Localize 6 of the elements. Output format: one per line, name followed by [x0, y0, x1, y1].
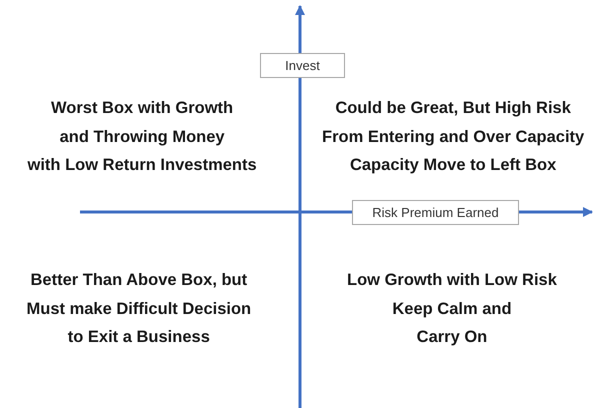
axis-label: Risk Premium Earned [352, 200, 519, 225]
quadrant-text: Better Than Above Box, but Must make Difficult Decision to Exit a Business [26, 270, 252, 348]
quadrant-text: Could be Great, But High Risk From Entering and Over Capacity Capacity Move to Left Box [322, 98, 584, 176]
axis-label: Invest [260, 53, 345, 78]
quadrant-text: Worst Box with Growth and Throwing Money with Low Return Investments [28, 98, 257, 176]
quadrant-text: Low Growth with Low Risk Keep Calm and Carry On [347, 270, 557, 348]
